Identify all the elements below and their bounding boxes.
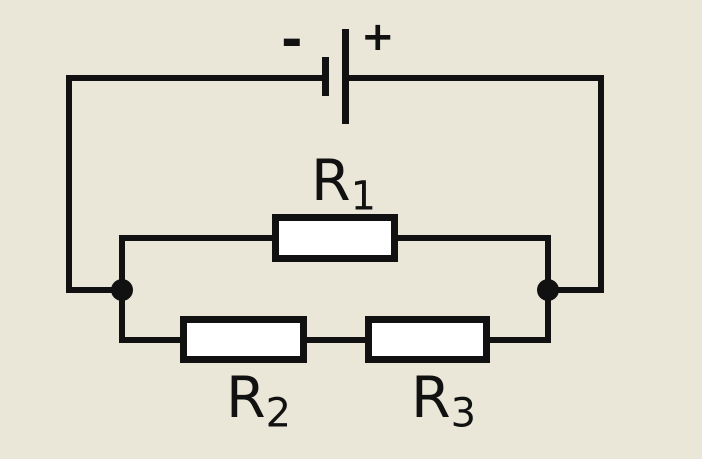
resistor-subscript: 2 (265, 390, 291, 437)
battery-positive-plate-icon (342, 29, 349, 124)
resistor-symbol: R (311, 148, 351, 214)
wire-bottom-right-vertical (545, 290, 551, 343)
battery-negative-label: - (281, 10, 303, 70)
resistor-label-r2: R2 (226, 370, 291, 434)
wire-r2-r3-connector (307, 337, 365, 343)
resistor-symbol: R (226, 365, 266, 431)
resistor-box-r3 (365, 316, 490, 363)
resistor-label-r1: R1 (311, 153, 376, 217)
resistor-box-r2 (180, 316, 307, 363)
wire-r1-left-horizontal (122, 235, 272, 241)
resistor-label-r3: R3 (411, 370, 476, 434)
resistor-symbol: R (411, 365, 451, 431)
resistor-subscript: 1 (350, 173, 376, 220)
battery-positive-label: + (361, 14, 395, 60)
wire-bottom-left-horizontal (122, 337, 180, 343)
wire-bottom-left-vertical (119, 290, 125, 343)
wire-left-stub (66, 287, 122, 293)
wire-right-vertical (598, 75, 604, 292)
wire-left-vertical (66, 75, 72, 292)
wire-top-left (66, 75, 325, 81)
wire-r1-right-horizontal (398, 235, 548, 241)
wire-bottom-right-horizontal (489, 337, 548, 343)
resistor-subscript: 3 (450, 390, 476, 437)
wire-top-right (345, 75, 604, 81)
battery-negative-plate-icon (322, 57, 329, 96)
wire-right-stub (548, 287, 604, 293)
wire-r1-left-vertical (119, 235, 125, 290)
resistor-box-r1 (272, 214, 398, 262)
wire-r1-right-vertical (545, 235, 551, 290)
